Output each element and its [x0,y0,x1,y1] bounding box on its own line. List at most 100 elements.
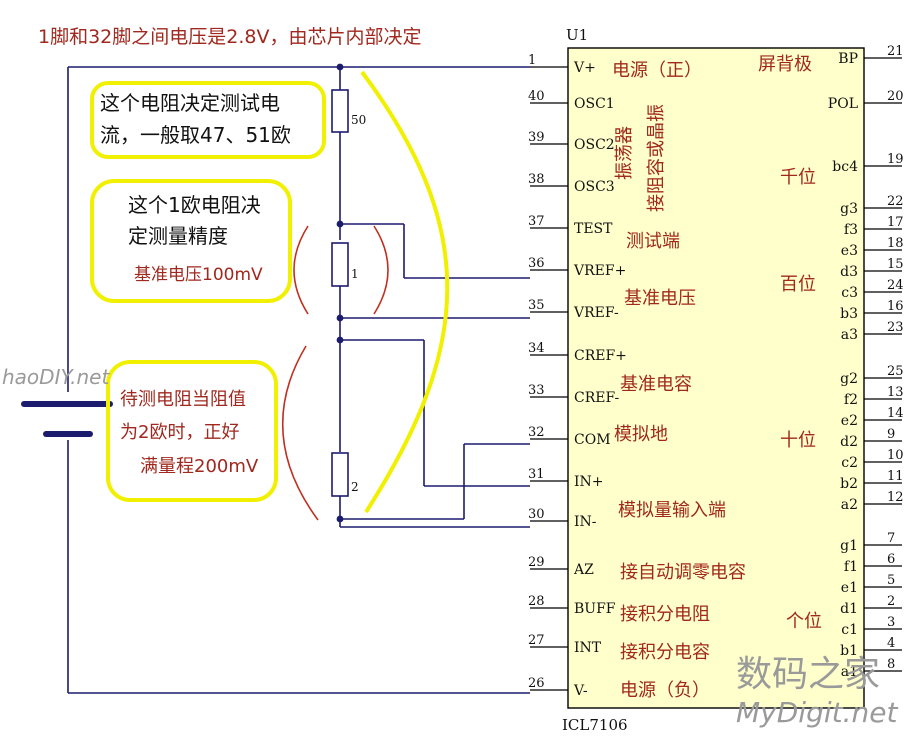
battery-symbol [21,401,113,437]
pin-label: d1 [840,601,858,617]
pin-label: a3 [841,327,858,343]
brace-dut-left [281,345,319,521]
label-backplane: 屏背极 [758,54,812,75]
left-pin: 40 OSC1 [528,89,615,112]
pin-label: COM [574,432,611,448]
junction-dot [336,220,344,228]
pin-label: a1 [841,664,858,680]
resistor-2 [331,452,349,497]
label-integ-res: 接积分电阻 [620,604,710,625]
label-thousands: 千位 [780,167,816,188]
pin-label: g3 [840,201,858,217]
junction-dots [336,63,344,523]
resistor-50-label: 50 [351,113,366,127]
pin-number: 12 [887,490,904,505]
pin-label: b3 [840,306,858,322]
right-pin: 8a1 [841,657,902,680]
right-pin: 24 c3 [841,278,903,301]
pin-label: OSC1 [574,96,615,112]
pin-label: AZ [573,562,594,578]
pin-number: 13 [887,385,904,400]
pin-label: c1 [841,622,858,638]
pin-label: POL [828,96,858,112]
pin-number: 10 [887,448,904,463]
pin-number: 21 [887,44,904,59]
pin-number: 35 [528,298,545,313]
pin-label: TEST [574,221,613,237]
pin-number: 30 [528,507,545,522]
right-pin: 18 e3 [841,236,904,259]
pin-number: 39 [528,130,545,145]
pin-number: 6 [887,552,895,567]
pin-number: 17 [887,215,904,230]
pin-label: f3 [844,222,858,238]
pin-number: 9 [887,427,895,442]
pin-label: c2 [841,455,858,471]
pin-label: f1 [844,559,858,575]
pin-number: 18 [887,236,904,251]
note-bubble-dut [106,360,278,502]
note-test-res-line2: 流，一般取47、51欧 [100,123,291,147]
note-one-ohm-line3: 基准电压100mV [134,265,263,285]
highlight-bracket [360,70,450,514]
right-pin-group: 21BP20POL19bc422g317f318e315d324c316b323… [828,44,904,680]
junction-dot [336,336,344,344]
pin-number: 24 [887,278,904,293]
pin-label: c3 [841,285,858,301]
note-dut-line1: 待测电阻当阻值 [120,389,246,410]
pin-label: g2 [840,371,858,387]
watermark-left: haoDIY.net [2,365,110,389]
pin-number: 19 [887,152,904,167]
pin-number: 11 [887,469,904,484]
pin-number: 28 [528,594,545,609]
pin-number: 34 [528,341,545,356]
right-pin: 6 f1 [844,552,902,575]
right-pin: 17 f3 [844,215,904,238]
left-pin: 39 OSC2 [528,130,615,153]
note-one-ohm-line1: 这个1欧电阻决 [128,193,261,217]
junction-dot [336,63,344,71]
pin-label: d2 [840,434,858,450]
chip-body [567,47,865,709]
pin-label: V+ [573,60,596,76]
label-power-pos: 电源（正） [612,60,702,81]
pin-label: e3 [841,243,858,259]
pin-number: 2 [887,594,895,609]
label-hundreds: 百位 [780,274,816,295]
pin-number: 4 [887,636,895,651]
pin-label: V- [573,683,588,699]
pin-number: 23 [887,320,904,335]
right-pin: 7g1 [840,531,902,554]
pin-number: 33 [528,383,545,398]
pin-number: 5 [887,573,895,588]
resistor-1-label: 1 [351,267,359,281]
pin-label: CREF+ [574,348,627,364]
right-pin: 2 d1 [840,594,902,617]
resistor-2-label: 2 [351,480,359,494]
pin-label: OSC2 [574,137,615,153]
right-pin: 23 a3 [841,320,904,343]
pin-number: 7 [887,531,895,546]
label-osc-rc: 接阻容或晶振 [646,104,667,212]
junction-dot [336,515,344,523]
pin-label: INT [574,640,602,656]
pin-label: OSC3 [574,179,615,195]
label-ref-cap: 基准电容 [620,374,692,395]
pin-number: 36 [528,256,545,271]
pin-number: 40 [528,89,545,104]
